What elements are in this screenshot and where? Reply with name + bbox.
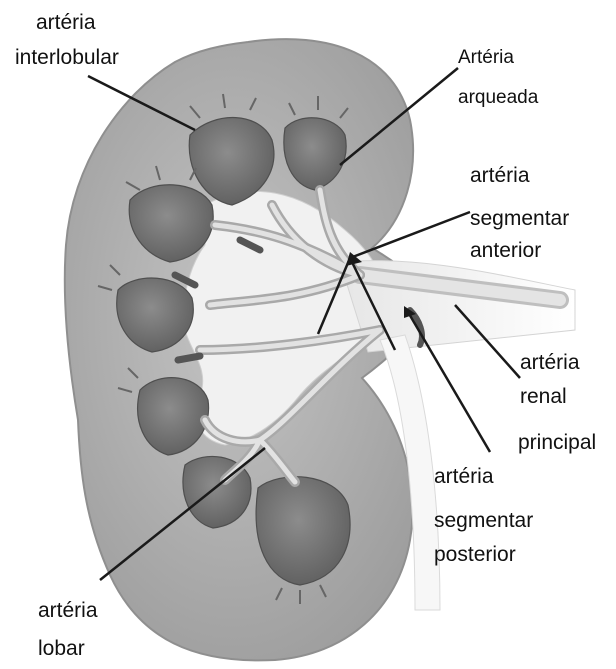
label-lobar-line1: artéria [38,600,98,621]
label-segmentar-anterior-line2: segmentar [470,208,569,229]
label-interlobular-line1: artéria [36,12,96,33]
label-renal-principal-line3: principal [518,432,596,453]
label-arqueada-line1: Artéria [458,48,514,67]
label-arqueada-line2: arqueada [458,88,538,107]
label-segmentar-anterior-line3: anterior [470,240,541,261]
label-segmentar-anterior-line1: artéria [470,165,530,186]
label-interlobular-line2: interlobular [15,47,119,68]
label-lobar-line2: lobar [38,638,85,659]
label-segmentar-posterior-line1: artéria [434,466,494,487]
label-segmentar-posterior-line2: segmentar [434,510,533,531]
label-renal-principal-line2: renal [520,386,567,407]
label-segmentar-posterior-line3: posterior [434,544,516,565]
label-renal-principal-line1: artéria [520,352,580,373]
